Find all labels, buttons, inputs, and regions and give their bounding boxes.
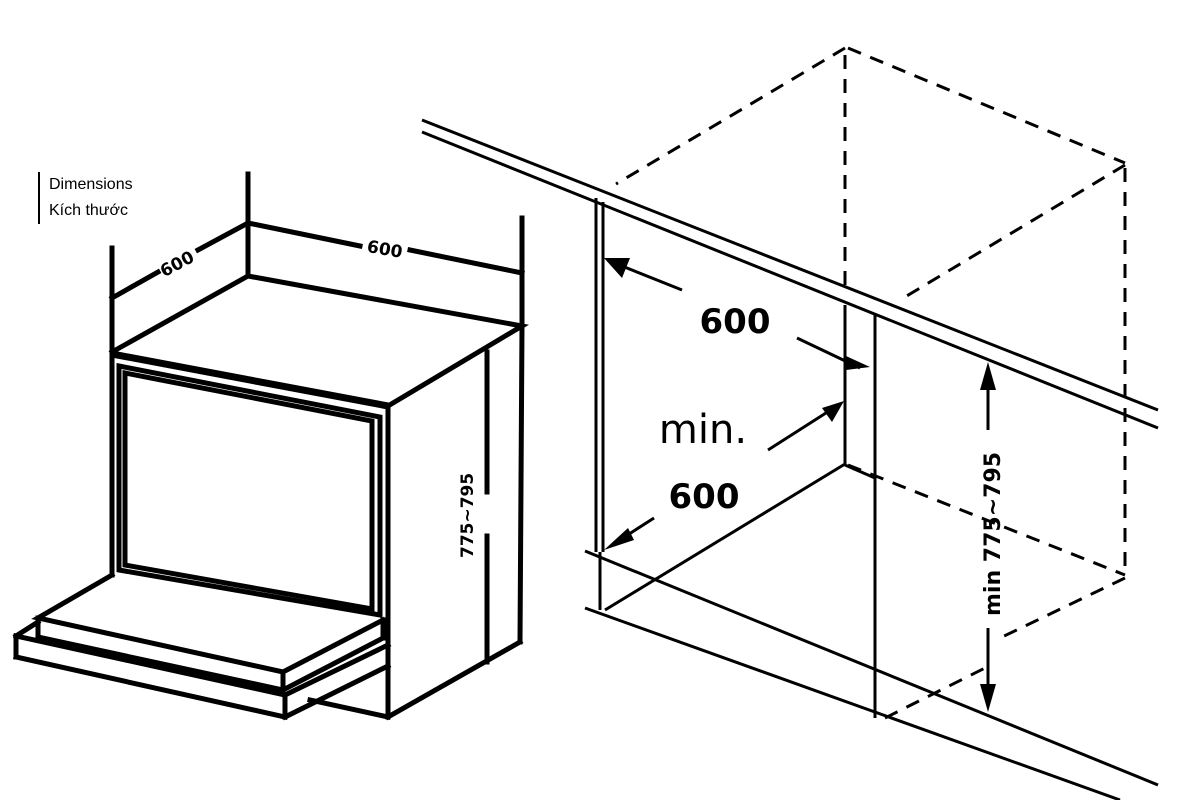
- plinth-bottom-line: [584, 606, 1121, 800]
- legend: Dimensions Kích thước: [38, 172, 133, 224]
- drawer-bottom-corner: [12, 618, 42, 640]
- cabinet-height-label: min 775~795: [981, 452, 1006, 616]
- countertop-line-top: [421, 118, 1159, 412]
- oven-door-inner: [122, 369, 375, 612]
- arrowhead-min-up: [822, 401, 844, 422]
- oven-depth-dim-a: [108, 268, 162, 302]
- oven-depth-label: 600: [157, 247, 198, 281]
- arrowhead-height-down: [980, 684, 996, 712]
- oven-back-edge: [517, 323, 525, 645]
- cabinet-min-prefix: min.: [659, 407, 747, 453]
- legend-title-vi: Kích thước: [49, 202, 129, 219]
- oven-side-bottom: [384, 638, 524, 721]
- arrowhead-min-down: [604, 528, 634, 550]
- dash-floor-back: [847, 463, 1126, 577]
- oven-width-dim-a: [245, 220, 363, 249]
- drawer-top-side-bottom: [279, 634, 387, 694]
- countertop-line-bottom: [421, 130, 1159, 430]
- oven-height-label: 775~795: [458, 473, 478, 558]
- oven-front-top-edge: [111, 350, 389, 410]
- arrowhead-right-top: [846, 356, 870, 370]
- drawer-bottom-top-front: [13, 633, 288, 698]
- drawer-top-front-bottom: [35, 634, 286, 693]
- dash-floor-right: [999, 576, 1126, 640]
- legend-title-en: Dimensions: [49, 176, 133, 193]
- oven-depth-dim-b: [194, 219, 252, 254]
- cabinet-min-width-label: 600: [669, 477, 740, 517]
- cabinet-drawing: 600 min. 600 min 775~795: [421, 46, 1159, 800]
- cabinet-top-width-label: 600: [700, 302, 771, 342]
- drawer-bottom-side-top: [281, 641, 392, 699]
- arrowhead-left-top: [604, 258, 630, 278]
- oven-top-face: [108, 273, 529, 410]
- arrowhead-height-up: [980, 362, 996, 390]
- oven-drawing: 600 600 775~795: [12, 171, 529, 721]
- floor-diagonal: [604, 462, 846, 612]
- floor-front-line: [584, 549, 1159, 787]
- drawer-bottom-side: [281, 662, 392, 721]
- oven-bottom-front: [307, 697, 391, 720]
- dash-top-front: [899, 163, 1126, 302]
- oven-width-dim-b: [407, 247, 525, 276]
- floor-back-stub: [844, 463, 876, 480]
- drawer-bottom-front: [13, 654, 288, 720]
- dash-top-left: [615, 46, 846, 186]
- drawer-top-face: [31, 571, 387, 675]
- oven-width-label: 600: [365, 237, 404, 263]
- oven-door-outer: [116, 362, 383, 618]
- dash-top-right: [847, 46, 1126, 165]
